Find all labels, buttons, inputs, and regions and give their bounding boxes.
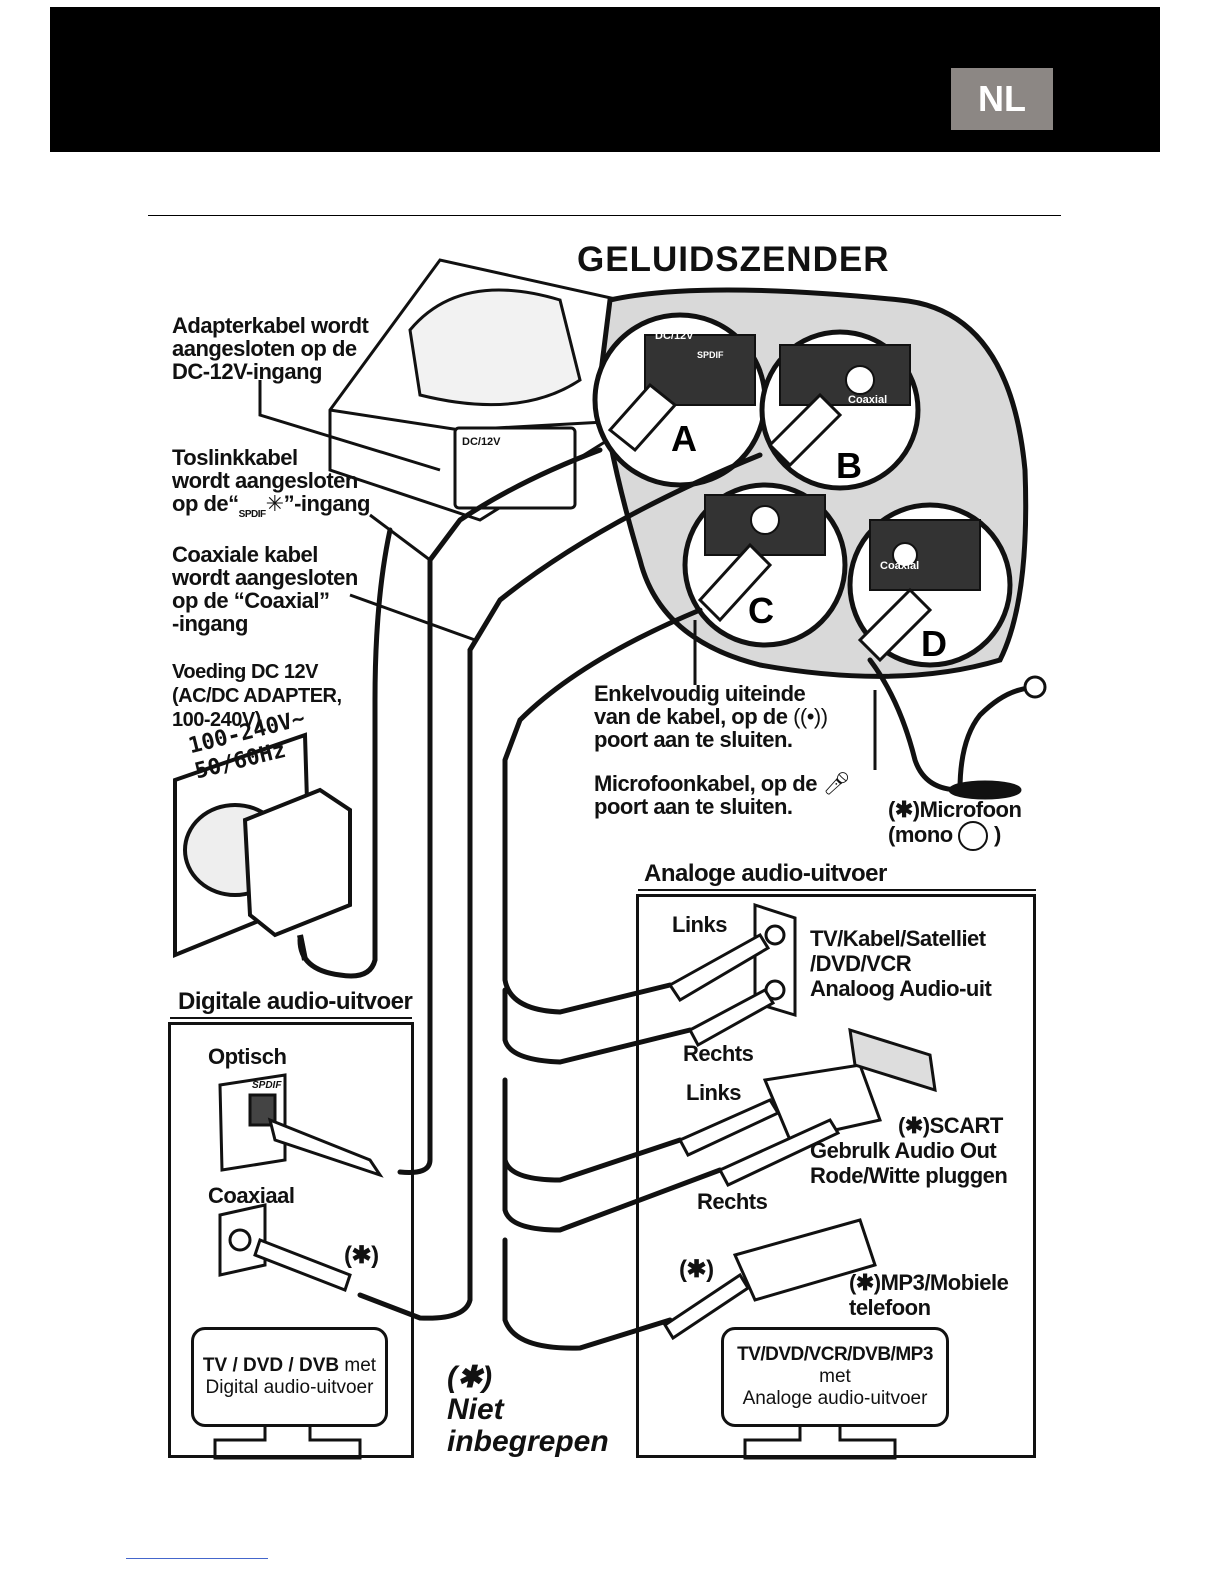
divider-line (148, 215, 1061, 216)
rechts-label-2: Rechts (697, 1189, 768, 1214)
coaxial-label: Coaxiaal (208, 1183, 295, 1208)
rechts-label-1: Rechts (683, 1041, 754, 1066)
transmitter-unit (328, 258, 642, 522)
microphone (948, 675, 1047, 800)
scart-label: (✱)SCART Gebrulk Audio Out Rode/Witte pl… (810, 1113, 1008, 1188)
analog-source-label: TV/Kabel/Satelliet /DVD/VCR Analoog Audi… (810, 926, 992, 1001)
tv-digital-output: TV / DVD / DVB met Digital audio-uitvoer (191, 1327, 388, 1427)
coaxial-port-label-d: Coaxial (880, 560, 920, 572)
zoom-letter-a: A (671, 418, 697, 459)
dc-port-label: DC/12V (462, 436, 501, 448)
callout-adapter-cable: Adapterkabel wordt aangesloten op de DC-… (172, 313, 369, 384)
spdif-symbol-icon: SPDIF (238, 509, 266, 520)
callout-microphone: (✱)Microfoon (mono ) (888, 798, 1022, 851)
power-adapter (242, 787, 352, 938)
zoom-letter-c: C (748, 590, 774, 631)
analog-section-heading: Analoge audio-uitvoer (644, 860, 887, 887)
tv-analog-output: TV/DVD/VCR/DVB/MP3 met Analoge audio-uit… (721, 1327, 949, 1427)
zoom-letter-d: D (921, 623, 947, 664)
digital-section-heading: Digitale audio-uitvoer (178, 988, 413, 1015)
audio-port-icon: ((•)) (793, 704, 828, 729)
digital-output-panel (168, 1022, 414, 1458)
mp3-label: (✱)MP3/Mobiele telefoon (849, 1270, 1009, 1320)
scart-plug (762, 1063, 882, 1142)
digital-heading-rule (170, 1017, 412, 1019)
mp3-not-included-mark: (✱) (679, 1256, 714, 1283)
analog-heading-rule (638, 889, 1036, 891)
language-badge: NL (951, 68, 1053, 130)
optical-label: Optisch (208, 1044, 287, 1069)
links-label-1: Links (672, 912, 727, 937)
links-label-2: Links (686, 1080, 741, 1105)
coax-not-included-mark: (✱) (344, 1242, 379, 1269)
callout-coax-cable: Coaxiale kabel wordt aangesloten op de “… (172, 542, 358, 636)
dc-port-label-zoom: DC/12V (655, 330, 694, 342)
not-included-note: (✱) Niet inbegrepen (447, 1361, 609, 1458)
optical-port-label: SPDIF (252, 1080, 282, 1091)
zoom-letter-b: B (836, 445, 862, 486)
footer-link-line (126, 1558, 268, 1559)
spdif-port-label-zoom: SPDIF (697, 350, 724, 360)
diagram-title: GELUIDSZENDER (577, 240, 890, 279)
mic-port-icon: 🎤︎ (822, 771, 851, 796)
coaxial-port-label-b: Coaxial (848, 394, 888, 406)
callout-toslink-cable: Toslinkkabel wordt aangesloten op de“SPD… (172, 445, 371, 520)
mp3-device (732, 1218, 877, 1302)
callout-single-end: Enkelvoudig uiteinde van de kabel, op de… (594, 681, 828, 752)
callout-power-supply: Voeding DC 12V (AC/DC ADAPTER, 100-240V) (172, 661, 342, 731)
callout-mic-cable: Microfoonkabel, op de 🎤︎ poort aan te sl… (594, 771, 851, 819)
analog-output-panel (636, 894, 1036, 1458)
mono-plug-icon (958, 821, 989, 851)
